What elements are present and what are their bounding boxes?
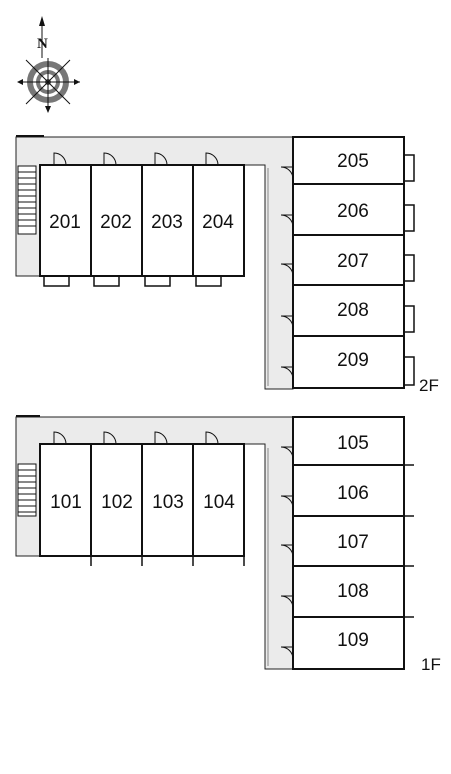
unit-104: 104 bbox=[192, 431, 245, 566]
room-number: 203 bbox=[151, 212, 183, 233]
room-number: 109 bbox=[337, 630, 369, 651]
unit-109: 109 bbox=[280, 616, 405, 670]
floor-label: 2F bbox=[419, 376, 439, 395]
room-number: 201 bbox=[49, 212, 81, 233]
unit-108: 108 bbox=[280, 565, 414, 618]
room-number: 105 bbox=[337, 433, 369, 454]
room-number: 103 bbox=[152, 492, 184, 513]
room-number: 202 bbox=[100, 212, 132, 233]
room-number: 204 bbox=[202, 212, 234, 233]
room-number: 102 bbox=[101, 492, 133, 513]
unit-201: 201 bbox=[39, 152, 92, 287]
room-number: 208 bbox=[337, 300, 369, 321]
room-number: 108 bbox=[337, 581, 369, 602]
north-label: N bbox=[37, 36, 48, 52]
room-number: 101 bbox=[50, 492, 82, 513]
unit-203: 203 bbox=[141, 152, 194, 287]
stairs bbox=[17, 463, 37, 517]
unit-106: 106 bbox=[280, 464, 414, 517]
unit-206: 206 bbox=[280, 183, 415, 236]
room-number: 207 bbox=[337, 251, 369, 272]
unit-209: 209 bbox=[280, 335, 415, 389]
unit-103: 103 bbox=[141, 431, 194, 566]
unit-107: 107 bbox=[280, 515, 414, 567]
unit-208: 208 bbox=[280, 284, 415, 337]
floor-label: 1F bbox=[421, 655, 441, 674]
unit-102: 102 bbox=[90, 431, 143, 566]
unit-204: 204 bbox=[192, 152, 245, 287]
unit-202: 202 bbox=[90, 152, 143, 287]
floor-1f: 101 102 103 104 105 bbox=[15, 415, 441, 674]
unit-105: 105 bbox=[280, 416, 414, 466]
floor-2f: 201 202 203 204 205 bbox=[15, 135, 439, 395]
room-number: 104 bbox=[203, 492, 235, 513]
unit-207: 207 bbox=[280, 234, 415, 286]
room-number: 205 bbox=[337, 151, 369, 172]
room-number: 107 bbox=[337, 532, 369, 553]
compass-rose-icon: N bbox=[17, 16, 80, 113]
room-number: 106 bbox=[337, 483, 369, 504]
room-number: 209 bbox=[337, 350, 369, 371]
unit-205: 205 bbox=[280, 136, 415, 185]
stairs bbox=[17, 165, 37, 235]
unit-101: 101 bbox=[39, 431, 92, 566]
room-number: 206 bbox=[337, 201, 369, 222]
